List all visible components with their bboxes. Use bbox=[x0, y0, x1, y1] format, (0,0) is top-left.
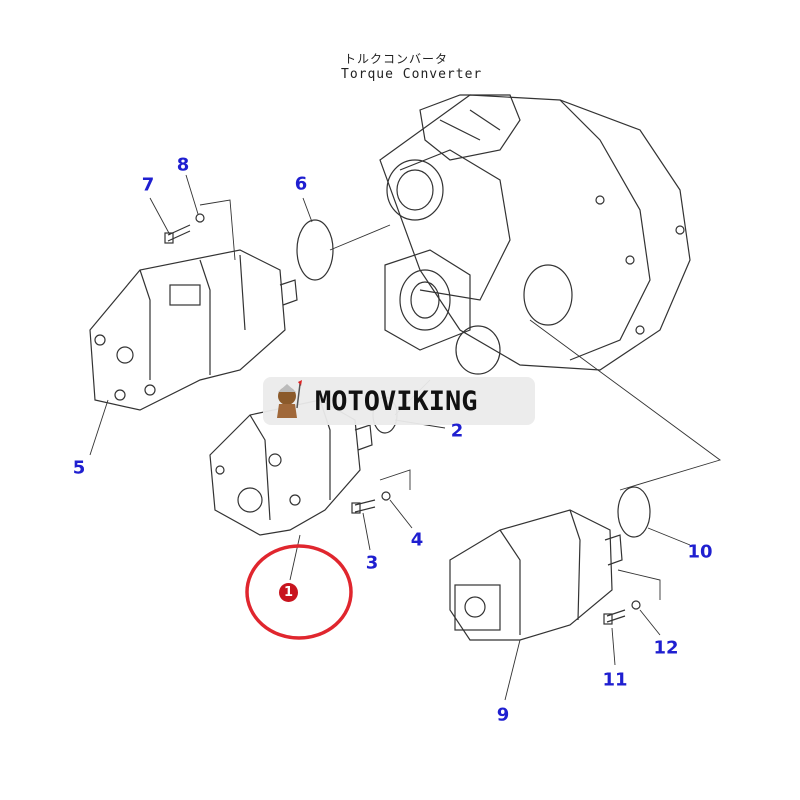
leader-lines bbox=[89, 174, 721, 701]
callout-2[interactable]: 2 bbox=[450, 420, 464, 442]
viking-mascot-icon bbox=[277, 380, 302, 418]
callout-7[interactable]: 7 bbox=[141, 174, 155, 196]
watermark-logo: MOTOVIKING bbox=[263, 377, 535, 425]
callout-12[interactable]: 12 bbox=[653, 637, 679, 659]
highlight-circle bbox=[245, 544, 353, 640]
callout-4[interactable]: 4 bbox=[410, 529, 424, 551]
watermark-text: MOTOVIKING bbox=[315, 385, 478, 417]
callout-8[interactable]: 8 bbox=[176, 154, 190, 176]
callout-5[interactable]: 5 bbox=[72, 457, 86, 479]
callout-6[interactable]: 6 bbox=[294, 173, 308, 195]
title-english: Torque Converter bbox=[341, 67, 483, 82]
torque-converter-housing bbox=[379, 94, 691, 375]
callout-9[interactable]: 9 bbox=[496, 704, 510, 726]
title-japanese: トルクコンバータ bbox=[344, 52, 449, 66]
pump-9-drawing bbox=[449, 509, 623, 641]
callout-3[interactable]: 3 bbox=[365, 552, 379, 574]
pump-5-drawing bbox=[89, 249, 298, 411]
callout-11[interactable]: 11 bbox=[602, 669, 628, 691]
callout-10[interactable]: 10 bbox=[687, 541, 713, 563]
callout-1-highlighted[interactable]: 1 bbox=[279, 583, 298, 602]
